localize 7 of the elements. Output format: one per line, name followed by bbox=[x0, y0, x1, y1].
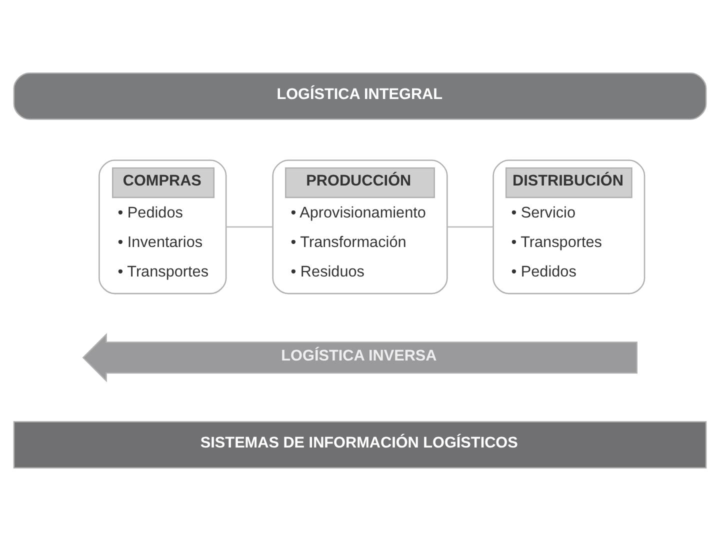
connector bbox=[447, 226, 493, 228]
node-box: LOGÍSTICA INTEGRAL bbox=[13, 72, 707, 120]
node-box: DISTRIBUCIÓN • Servicio • Transportes • Pedidos bbox=[492, 159, 646, 294]
node-box: COMPRAS • Pedidos • Inventarios • Transportes bbox=[98, 159, 227, 294]
connector bbox=[226, 226, 273, 228]
node-box: SISTEMAS DE INFORMACIÓN LOGÍSTICOS bbox=[13, 420, 707, 468]
node-box: PRODUCCIÓN • Aprovisionamiento • Transformación • Residuos bbox=[272, 159, 448, 294]
